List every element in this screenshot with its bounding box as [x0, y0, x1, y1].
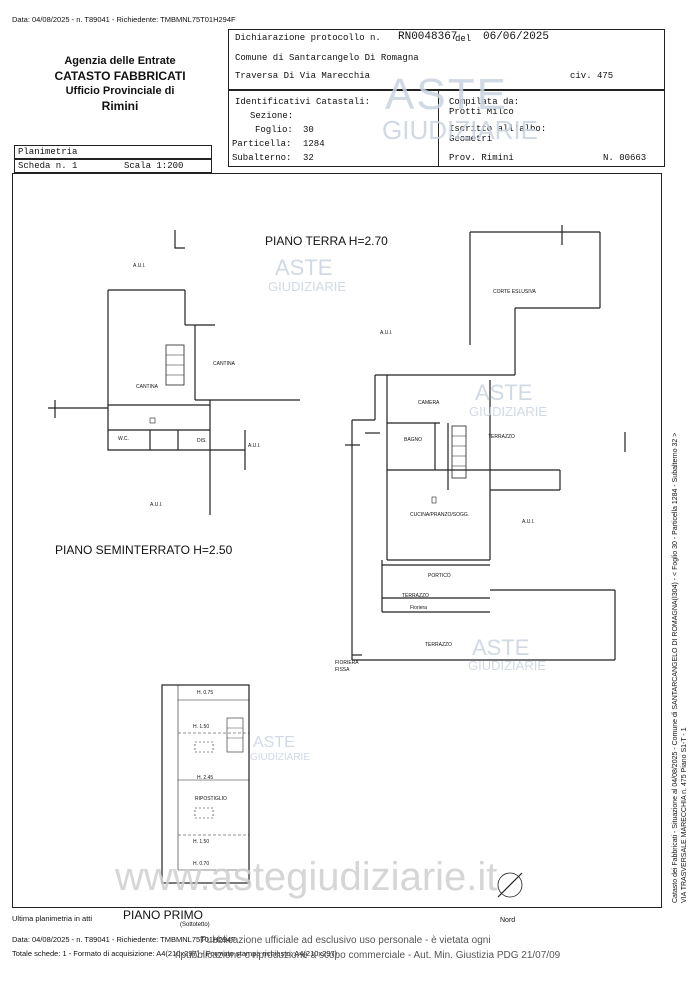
- height-label: H. 1.50: [193, 839, 210, 845]
- office-label: Ufficio Provinciale di: [65, 85, 175, 97]
- watermark-url: www.astegiudiziarie.it: [115, 855, 498, 899]
- subalterno-value: 32: [303, 153, 314, 163]
- watermark-aste: ASTE: [475, 380, 533, 405]
- footer-notice-2: ripubblicazione o riproduzione a scopo c…: [175, 950, 561, 961]
- room-label: DIS.: [197, 438, 207, 444]
- room-label: PORTICO: [428, 573, 451, 579]
- piano-primo-label: PIANO PRIMO: [123, 908, 204, 922]
- watermark-giudiziarie: GIUDIZIARIE: [469, 404, 548, 419]
- planimetria-box: [14, 145, 212, 159]
- height-label: H. 0.70: [193, 861, 210, 867]
- side-caption-line1: Catasto dei Fabbricati - Situazione al 0…: [672, 432, 679, 903]
- comune: Comune di Santarcangelo Di Romagna: [235, 53, 419, 63]
- room-label: A.U.I.: [248, 443, 261, 449]
- room-label: A.U.I.: [522, 519, 535, 525]
- foglio-value: 30: [303, 125, 314, 135]
- albo-number: N. 00663: [603, 153, 647, 163]
- room-label: A.U.I.: [133, 263, 146, 269]
- watermark-aste: ASTE: [385, 70, 508, 119]
- civic-number: civ. 475: [570, 71, 614, 81]
- room-label: A.U.I.: [380, 330, 393, 336]
- compilata-name: Protti Milco: [449, 107, 514, 117]
- particella-value: 1284: [303, 139, 325, 149]
- ultima-planimetria: Ultima planimetria in atti: [12, 914, 93, 923]
- room-label: TERRAZZO: [425, 642, 452, 648]
- room-label: BAGNO: [404, 437, 423, 443]
- height-label: H. 0.75: [197, 690, 214, 696]
- sezione-label: Sezione:: [250, 111, 294, 121]
- room-label: W.C.: [118, 436, 129, 442]
- watermark-aste: ASTE: [472, 635, 530, 660]
- iscritto-label: Iscritto all'albo:: [449, 124, 547, 134]
- room-label: CUCINA/PRANZO/SOGG.: [410, 512, 470, 518]
- identificativi-box: [228, 90, 665, 167]
- office-city: Rimini: [101, 99, 139, 113]
- watermark-aste: ASTE: [253, 734, 295, 751]
- room-label: A.U.I.: [150, 502, 163, 508]
- height-label: H. 1.50: [193, 724, 210, 730]
- watermark-aste: ASTE: [275, 255, 333, 280]
- height-label: H. 2.45: [197, 775, 214, 781]
- street: Traversa Di Via Marecchia: [235, 71, 371, 81]
- prov-value: Prov. Rimini: [449, 153, 514, 163]
- side-caption-line2: VIA TRASVERSALE MARECCHIA n. 475 Piano S…: [681, 727, 688, 903]
- footer-totale: Totale schede: 1 - Formato di acquisizio…: [12, 949, 338, 958]
- divider: [438, 90, 439, 167]
- protocol-label: Dichiarazione protocollo n.: [235, 33, 381, 43]
- piano-seminterrato-label: PIANO SEMINTERRATO H=2.50: [55, 543, 233, 557]
- identificativi-title: Identificativi Catastali:: [235, 97, 371, 107]
- drawing-frame: [12, 173, 662, 908]
- room-label: Fioriera: [410, 605, 427, 611]
- watermark-giudiziarie: GIUDIZIARIE: [268, 279, 347, 294]
- agency-name: Agenzia delle Entrate: [64, 55, 176, 67]
- room-label: CAMERA: [418, 400, 440, 406]
- room-label: RIPOSTIGLIO: [195, 796, 227, 802]
- catasto-title: CATASTO FABBRICATI: [54, 69, 186, 83]
- scheda-box: [14, 159, 212, 173]
- sottotetto-label: (Sottotetto): [180, 922, 210, 928]
- compilata-label: Compilata da:: [449, 97, 520, 107]
- protocol-del: del: [455, 34, 472, 44]
- protocol-date: 06/06/2025: [483, 31, 550, 43]
- particella-label: Particella:: [232, 139, 292, 149]
- agency-block: Agenzia delle Entrate CATASTO FABBRICATI…: [30, 54, 210, 114]
- footer-data: Data: 04/08/2025 - n. T89041 - Richieden…: [12, 935, 236, 944]
- room-label: CANTINA: [213, 361, 235, 367]
- protocol-number: RN0048367: [398, 31, 458, 43]
- room-label: CORTE ESLUSIVA: [493, 289, 536, 295]
- room-label: FISSA: [335, 667, 350, 673]
- room-label: TERRAZZO: [488, 434, 515, 440]
- room-label: TERRAZZO: [402, 593, 429, 599]
- planimetria-title: Planimetria: [18, 147, 78, 157]
- request-line: Data: 04/08/2025 - n. T89041 - Richieden…: [12, 15, 236, 24]
- protocol-box: [228, 29, 665, 90]
- nord-label: Nord: [500, 917, 516, 924]
- albo-value: Geometri: [449, 134, 493, 144]
- subalterno-label: Subalterno:: [232, 153, 292, 163]
- watermark-giudiziarie: GIUDIZIARIE: [250, 752, 311, 763]
- scheda-number: Scheda n. 1: [18, 161, 78, 171]
- watermark-giudiziarie: GIUDIZIARIE: [382, 115, 539, 145]
- foglio-label: Foglio:: [255, 125, 293, 135]
- room-label: FIORIERA: [335, 660, 359, 666]
- room-label: CANTINA: [136, 384, 158, 390]
- footer-notice-1: Pubblicazione ufficiale ad esclusivo uso…: [200, 935, 491, 946]
- watermark-giudiziarie: GIUDIZIARIE: [468, 658, 547, 673]
- piano-terra-label: PIANO TERRA H=2.70: [265, 234, 388, 248]
- scale: Scala 1:200: [124, 161, 184, 171]
